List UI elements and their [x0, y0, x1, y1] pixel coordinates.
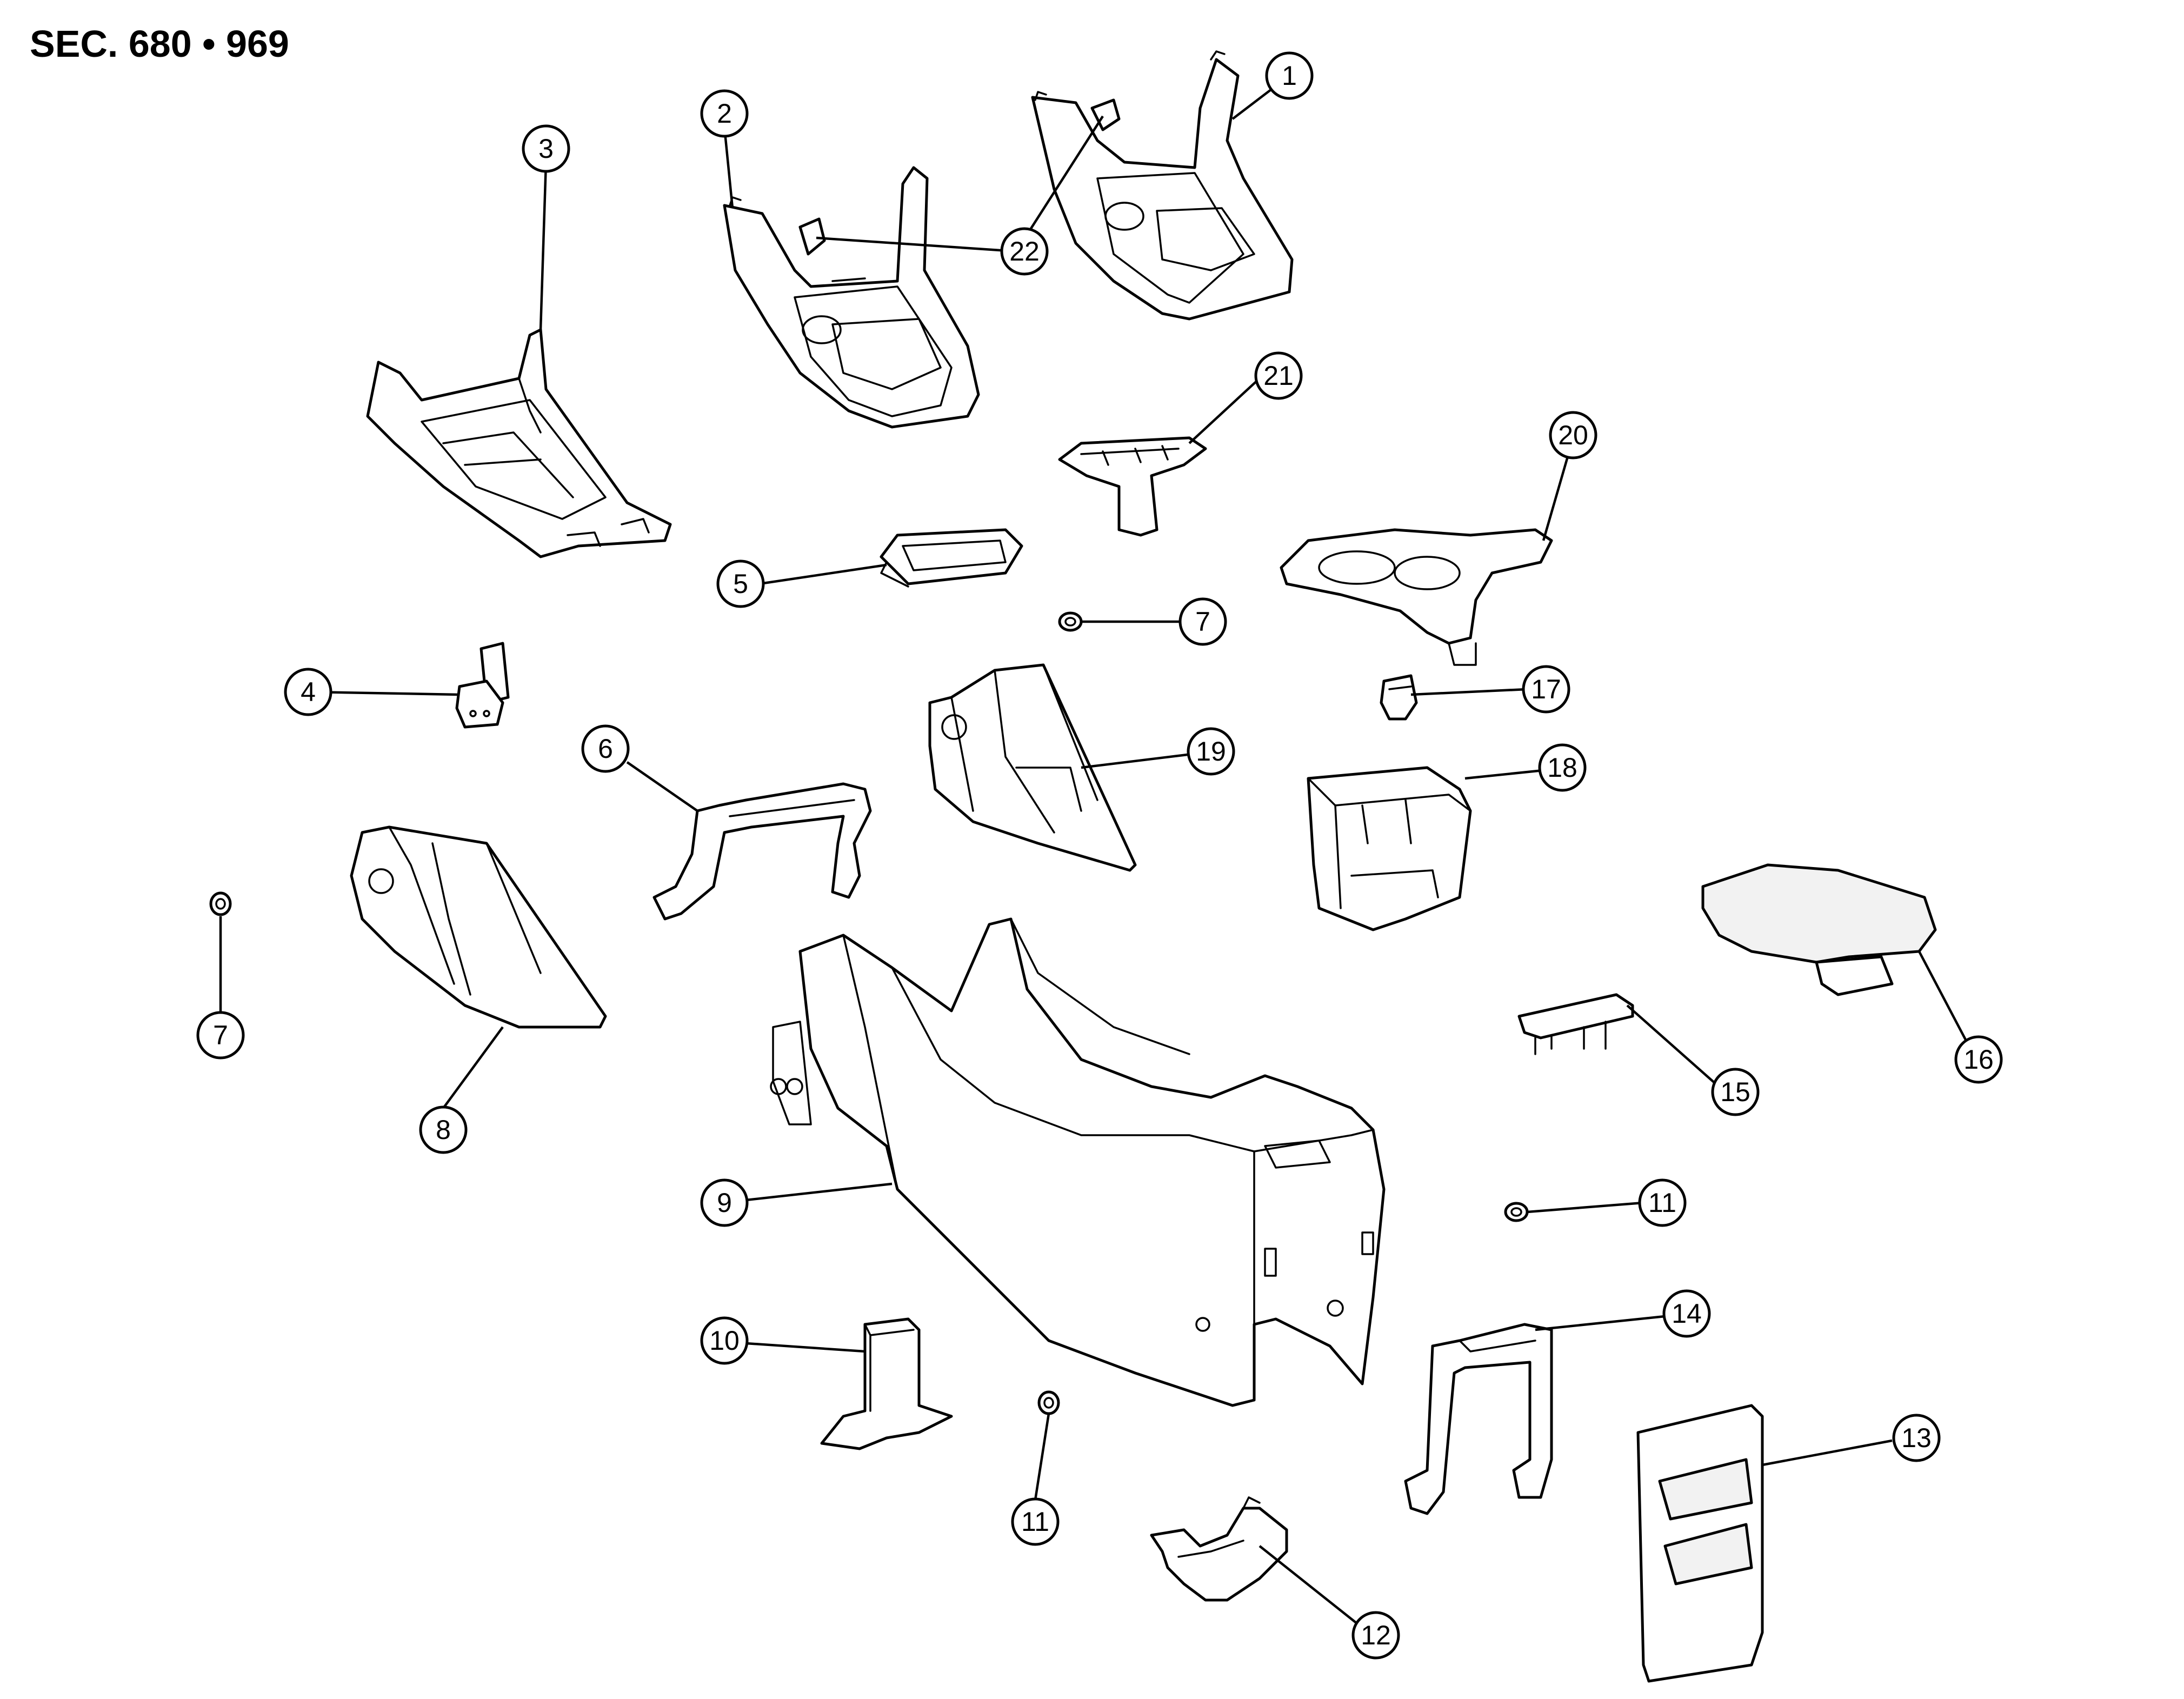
- callout-14: 14: [1662, 1289, 1711, 1338]
- part-2-console-finisher: [723, 166, 980, 429]
- svg-text:9: 9: [717, 1188, 732, 1218]
- svg-text:1: 1: [1282, 61, 1297, 91]
- svg-text:18: 18: [1547, 752, 1577, 783]
- callout-22: 22: [1000, 227, 1049, 276]
- section-reference: SEC. 680 • 969: [30, 23, 289, 65]
- callout-12: 12: [1351, 1611, 1400, 1660]
- part-11-grommet-bottom: [1037, 1390, 1060, 1415]
- callout-10: 10: [700, 1316, 749, 1365]
- svg-text:21: 21: [1263, 361, 1294, 391]
- callout-19: 19: [1187, 727, 1235, 776]
- svg-text:16: 16: [1963, 1044, 1994, 1075]
- part-19-side-cover: [928, 663, 1137, 872]
- callout-2: 2: [700, 89, 749, 138]
- part-4-bracket: [455, 642, 510, 729]
- part-6-wire-bracket: [652, 782, 872, 921]
- part-3-console-bracket: [366, 328, 672, 558]
- part-9-center-console-body: [770, 917, 1386, 1407]
- svg-text:7: 7: [213, 1020, 228, 1050]
- callout-3: 3: [522, 124, 570, 173]
- svg-text:8: 8: [436, 1115, 451, 1145]
- part-16-armrest-lid: [1701, 863, 1937, 996]
- svg-text:6: 6: [598, 734, 613, 764]
- callout-4: 4: [284, 668, 332, 716]
- callout-17: 17: [1522, 665, 1570, 714]
- svg-text:11: 11: [1648, 1188, 1676, 1218]
- part-11-grommet-right: [1504, 1202, 1529, 1222]
- svg-text:5: 5: [733, 569, 748, 599]
- callout-11-bottom: 11: [1011, 1497, 1060, 1546]
- callout-13: 13: [1892, 1414, 1941, 1462]
- part-1-console-finisher: [1031, 50, 1294, 321]
- svg-text:11: 11: [1021, 1507, 1049, 1537]
- svg-text:15: 15: [1720, 1077, 1750, 1107]
- callout-18: 18: [1538, 743, 1587, 792]
- callout-7-left: 7: [196, 1011, 245, 1060]
- svg-text:20: 20: [1558, 420, 1588, 450]
- part-18-storage-box: [1307, 766, 1472, 931]
- part-15-rail: [1517, 993, 1634, 1055]
- part-13-rear-panel: [1636, 1404, 1764, 1683]
- part-7-grommet-center: [1058, 611, 1083, 632]
- svg-text:2: 2: [717, 98, 732, 129]
- part-12-lower-bracket: [1150, 1496, 1288, 1602]
- callout-15: 15: [1711, 1068, 1760, 1116]
- svg-text:4: 4: [301, 677, 316, 707]
- callout-1: 1: [1265, 51, 1314, 100]
- svg-text:10: 10: [709, 1325, 740, 1356]
- part-10-bracket: [820, 1317, 953, 1450]
- callout-7-center: 7: [1178, 597, 1227, 646]
- callout-9: 9: [700, 1178, 749, 1227]
- part-21-switch-bracket: [1058, 436, 1207, 537]
- svg-text:19: 19: [1196, 736, 1226, 767]
- part-14-bracket: [1404, 1323, 1553, 1515]
- part-8-side-cover: [350, 825, 607, 1029]
- svg-text:3: 3: [538, 134, 554, 164]
- svg-text:14: 14: [1672, 1298, 1702, 1329]
- callout-11-right: 11: [1638, 1178, 1687, 1227]
- callout-6: 6: [581, 724, 630, 773]
- part-5-tray: [880, 528, 1023, 588]
- callout-5: 5: [716, 559, 765, 608]
- part-20-cup-holder: [1280, 528, 1553, 666]
- callout-20: 20: [1549, 411, 1597, 459]
- svg-text:22: 22: [1009, 236, 1040, 266]
- svg-text:13: 13: [1901, 1423, 1932, 1453]
- part-7-grommet-left: [209, 891, 232, 916]
- svg-text:7: 7: [1195, 607, 1210, 637]
- callout-21: 21: [1254, 351, 1303, 400]
- svg-text:12: 12: [1361, 1620, 1391, 1650]
- part-17-switch: [1380, 674, 1418, 721]
- svg-text:17: 17: [1531, 674, 1561, 704]
- callout-16: 16: [1954, 1035, 2003, 1084]
- callout-8: 8: [419, 1105, 468, 1154]
